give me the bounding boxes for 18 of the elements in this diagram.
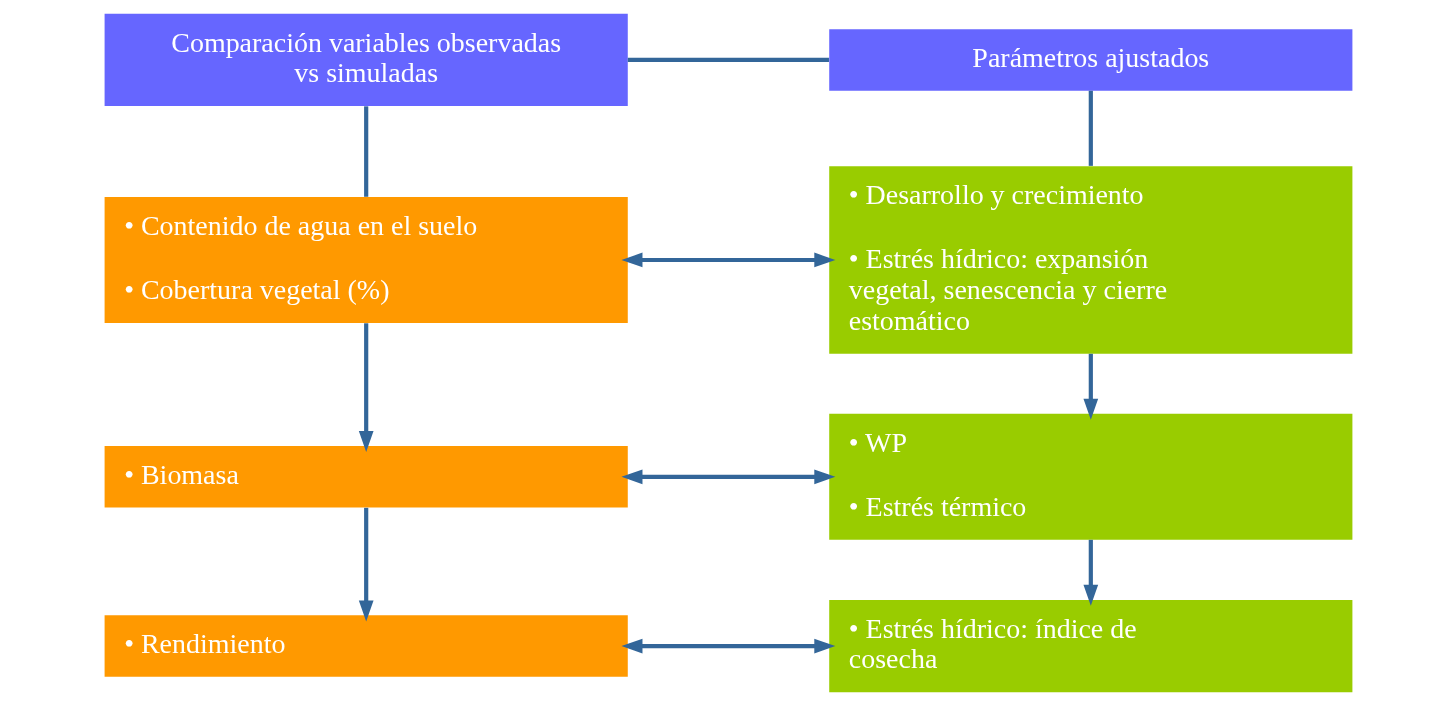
node-box: Parámetros ajustados (828, 29, 1352, 91)
node-box: • Rendimiento (104, 615, 628, 677)
arrow (358, 323, 374, 453)
arrow (358, 507, 374, 622)
arrow (620, 252, 835, 268)
node-box: • WP • Estrés térmico (828, 413, 1352, 540)
connector (363, 106, 368, 197)
connector (627, 57, 829, 63)
node-box: • Biomasa (104, 446, 628, 508)
node-box: • Contenido de agua en el suelo • Cobertura vegetal (%) (104, 197, 628, 323)
connector (1088, 90, 1093, 166)
arrow (620, 469, 835, 485)
arrow (1082, 539, 1098, 606)
node-box: • Estrés hídrico: índice de cosecha (828, 599, 1352, 693)
arrow (620, 638, 835, 654)
node-box: Comparación variables observadas vs simuladas (104, 13, 628, 107)
arrow (1082, 353, 1098, 420)
node-box: • Desarrollo y crecimiento • Estrés hídrico: expansión vegetal, senescencia y cierre estomático (828, 166, 1352, 354)
